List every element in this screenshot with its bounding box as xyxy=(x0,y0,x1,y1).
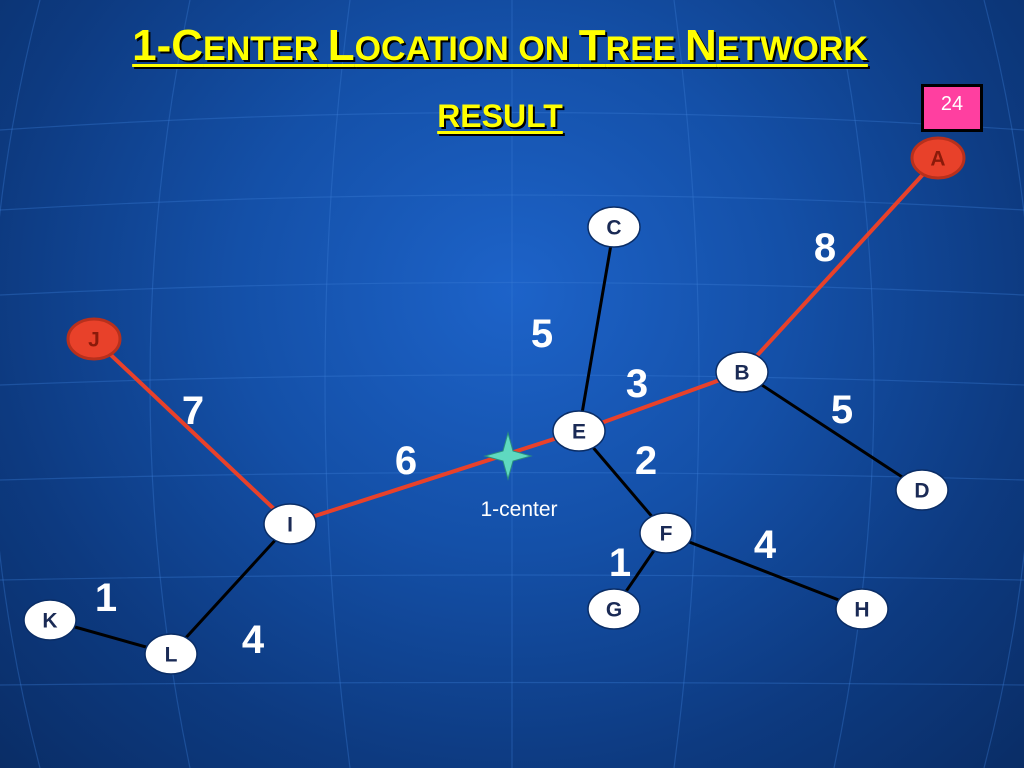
node-label-f: F xyxy=(660,523,673,546)
title-part-small-3: ETWORK xyxy=(716,30,868,68)
node-h: H xyxy=(835,588,889,630)
node-label-b: B xyxy=(734,362,749,385)
page-subtitle: RESULT xyxy=(437,98,563,134)
edge-weight-f-g: 1 xyxy=(609,541,631,585)
title-part-big-2: T xyxy=(578,21,606,70)
center-star-icon xyxy=(483,431,533,481)
edge-a-b xyxy=(740,156,940,374)
node-shape-d xyxy=(895,469,949,511)
node-shape-l xyxy=(144,633,198,675)
node-shape-c xyxy=(587,206,641,248)
edge-weight-b-e: 3 xyxy=(626,362,648,406)
node-f: F xyxy=(639,512,693,554)
edge-b-e xyxy=(578,370,743,433)
edge-weight-e-f: 2 xyxy=(635,439,657,483)
edge-b-d xyxy=(741,370,923,492)
edge-weight-i-l: 4 xyxy=(242,618,265,662)
node-k: K xyxy=(23,599,77,641)
title-part-small-1: OCATION ON xyxy=(354,30,579,68)
edge-e-i xyxy=(289,429,580,526)
title-part-big-0: 1-C xyxy=(132,21,204,70)
node-label-l: L xyxy=(165,644,178,667)
node-shape-e xyxy=(552,410,606,452)
node-shape-a xyxy=(910,136,966,180)
node-label-h: H xyxy=(854,599,869,622)
title-part-big-1: L xyxy=(327,21,355,70)
node-g: G xyxy=(587,588,641,630)
node-shape-h xyxy=(835,588,889,630)
node-shape-f xyxy=(639,512,693,554)
center-label: 1-center xyxy=(480,498,557,521)
edge-weight-f-h: 4 xyxy=(754,523,777,567)
edge-i-l xyxy=(169,522,292,656)
edge-f-h xyxy=(665,531,863,611)
node-shape-g xyxy=(587,588,641,630)
node-c: C xyxy=(587,206,641,248)
node-a: A xyxy=(910,136,966,180)
node-i: I xyxy=(263,503,317,545)
node-label-a: A xyxy=(930,148,945,171)
edge-j-i xyxy=(92,337,292,526)
node-label-d: D xyxy=(914,480,929,503)
edge-weight-c-e: 5 xyxy=(531,312,553,356)
edge-weight-b-d: 5 xyxy=(831,388,853,432)
edge-weight-a-b: 8 xyxy=(814,226,836,270)
node-d: D xyxy=(895,469,949,511)
title-part-small-0: ENTER xyxy=(203,30,328,68)
node-label-e: E xyxy=(572,421,586,444)
title-part-small-2: REE xyxy=(605,30,685,68)
node-j: J xyxy=(66,317,122,361)
node-e: E xyxy=(552,410,606,452)
node-label-k: K xyxy=(42,610,57,633)
node-l: L xyxy=(144,633,198,675)
node-label-j: J xyxy=(88,329,100,352)
edge-c-e xyxy=(577,226,616,432)
edge-weight-j-i: 7 xyxy=(182,389,204,433)
node-shape-i xyxy=(263,503,317,545)
node-label-g: G xyxy=(606,599,622,622)
node-shape-k xyxy=(23,599,77,641)
edge-weight-e-i: 6 xyxy=(395,439,417,483)
edge-weight-k-l: 1 xyxy=(95,576,117,620)
node-shape-b xyxy=(715,351,769,393)
node-label-i: I xyxy=(287,514,293,537)
page-title: 1-CENTER LOCATION ON TREE NETWORK xyxy=(0,24,1000,69)
node-b: B xyxy=(715,351,769,393)
node-label-c: C xyxy=(606,217,621,240)
title-part-big-3: N xyxy=(685,21,717,70)
page-number-badge: 24 xyxy=(921,84,983,132)
node-shape-j xyxy=(66,317,122,361)
